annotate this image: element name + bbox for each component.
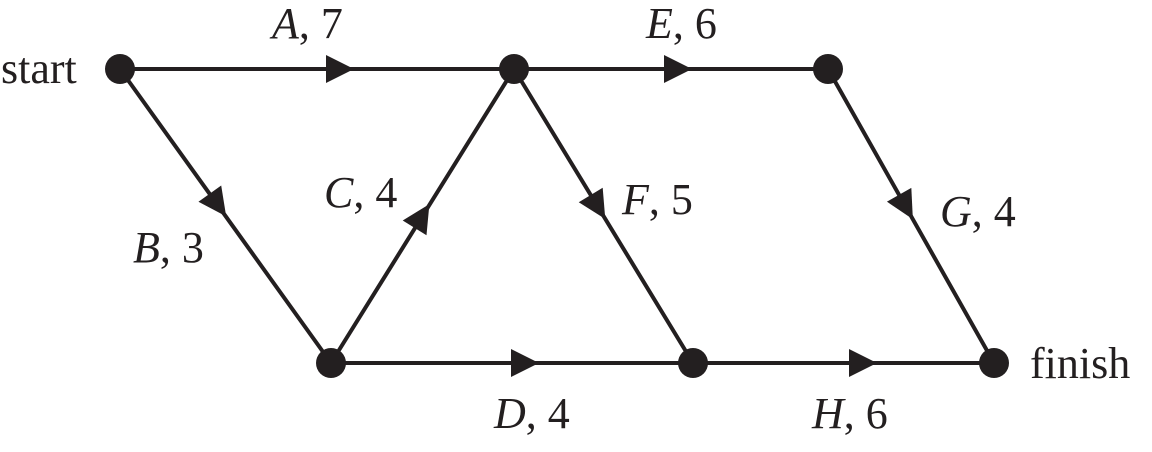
edge-b-label: B, 3 bbox=[133, 223, 204, 272]
edge-c-label: C, 4 bbox=[324, 168, 397, 217]
node-top-right bbox=[813, 54, 843, 84]
edge-h-label: H, 6 bbox=[811, 389, 888, 438]
edge-c-arrow-icon bbox=[402, 204, 430, 236]
edge-g-arrow-icon bbox=[886, 187, 913, 220]
node-start bbox=[105, 54, 135, 84]
edge-b-arrow-icon bbox=[198, 185, 227, 217]
edge-f-label: F, 5 bbox=[621, 175, 693, 224]
edge-d-arrow-icon bbox=[511, 349, 539, 377]
edge-e-label: E, 6 bbox=[645, 0, 717, 48]
edge-d-label: D, 4 bbox=[493, 389, 570, 438]
node-bottom-middle bbox=[678, 348, 708, 378]
edge-a-label: A, 7 bbox=[269, 0, 343, 48]
finish-label: finish bbox=[1030, 339, 1130, 388]
node-top-middle bbox=[499, 54, 529, 84]
edge-f-arrow-icon bbox=[578, 187, 606, 219]
edge-g-label: G, 4 bbox=[940, 187, 1016, 236]
edge-h-arrow-icon bbox=[849, 349, 877, 377]
node-finish bbox=[979, 348, 1009, 378]
node-bottom-left bbox=[316, 348, 346, 378]
edge-a-arrow-icon bbox=[326, 55, 354, 83]
start-label: start bbox=[1, 44, 77, 93]
edge-e-arrow-icon bbox=[664, 55, 692, 83]
